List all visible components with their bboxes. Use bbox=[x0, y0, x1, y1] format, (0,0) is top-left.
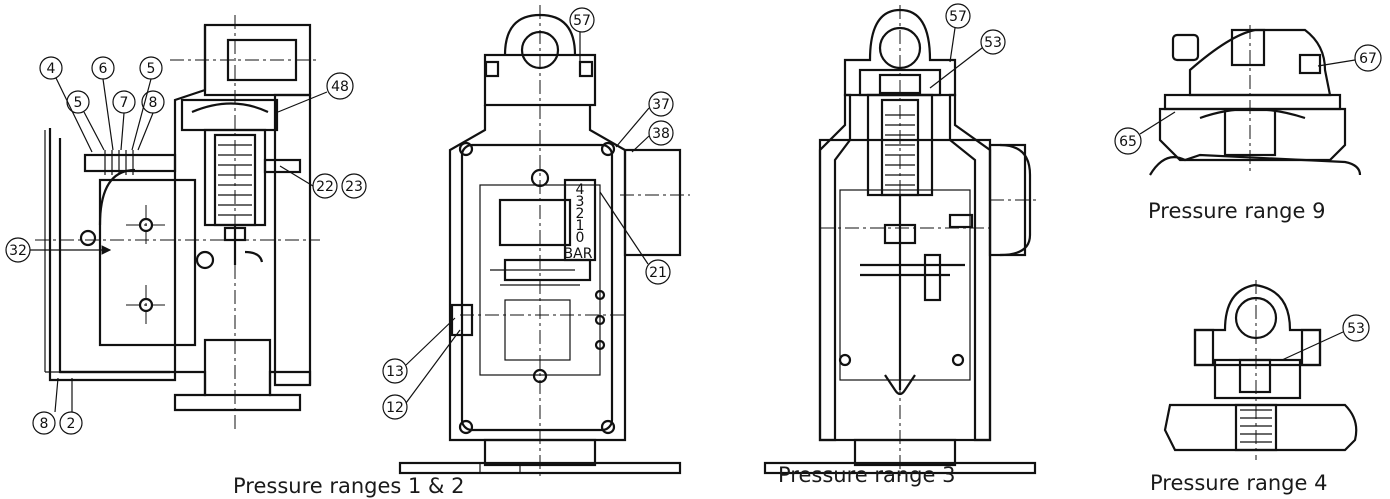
callout-8-top: 8 bbox=[149, 95, 158, 111]
figure-front-view: 4 3 2 1 0 BAR bbox=[398, 5, 690, 480]
callout-4: 4 bbox=[47, 61, 56, 77]
callout-57-r3: 57 bbox=[949, 9, 967, 25]
callouts-fig1: 4 6 5 5 7 8 48 22 23 32 8 2 bbox=[5, 56, 367, 435]
scale-number-2: 2 bbox=[576, 206, 585, 222]
scale-number-1: 1 bbox=[576, 218, 585, 234]
callout-12: 12 bbox=[386, 400, 404, 416]
callout-53-r4: 53 bbox=[1347, 321, 1365, 337]
callout-67: 67 bbox=[1359, 51, 1377, 67]
callout-6: 6 bbox=[99, 61, 108, 77]
callouts-fig4: 67 65 bbox=[1114, 44, 1382, 155]
callout-13: 13 bbox=[386, 364, 404, 380]
callout-23: 23 bbox=[345, 179, 363, 195]
callout-2: 2 bbox=[67, 416, 76, 432]
caption-pressure-range-4: Pressure range 4 bbox=[1150, 471, 1328, 495]
callout-53-r3: 53 bbox=[984, 35, 1002, 51]
callout-57: 57 bbox=[573, 13, 591, 29]
callout-5a: 5 bbox=[74, 95, 83, 111]
caption-pressure-ranges-1-2: Pressure ranges 1 & 2 bbox=[233, 474, 465, 498]
callout-8-bottom: 8 bbox=[40, 416, 49, 432]
figure-range-9-section bbox=[1149, 25, 1362, 176]
callout-65: 65 bbox=[1119, 134, 1137, 150]
figure-range-4-section bbox=[1163, 280, 1358, 460]
callout-37: 37 bbox=[652, 97, 670, 113]
callout-22: 22 bbox=[316, 179, 334, 195]
callout-48: 48 bbox=[331, 79, 349, 95]
figure-ranges-1-2-section bbox=[35, 15, 320, 430]
callouts-fig3: 57 53 bbox=[929, 3, 1006, 89]
callout-7: 7 bbox=[120, 95, 129, 111]
callout-32: 32 bbox=[9, 243, 27, 259]
callout-38: 38 bbox=[652, 126, 670, 142]
scale-label: BAR bbox=[564, 246, 593, 262]
scale-number-0: 0 bbox=[576, 230, 585, 246]
callouts-fig5: 53 bbox=[1281, 314, 1370, 361]
scale-number-3: 3 bbox=[576, 194, 585, 210]
callout-5b: 5 bbox=[147, 61, 156, 77]
callout-21: 21 bbox=[649, 265, 667, 281]
scale-number-4: 4 bbox=[576, 182, 585, 198]
caption-pressure-range-3: Pressure range 3 bbox=[778, 463, 956, 487]
figure-range-3-section bbox=[763, 5, 1040, 480]
callouts-fig2: 57 37 38 21 13 12 bbox=[382, 7, 674, 420]
caption-pressure-range-9: Pressure range 9 bbox=[1148, 199, 1326, 223]
